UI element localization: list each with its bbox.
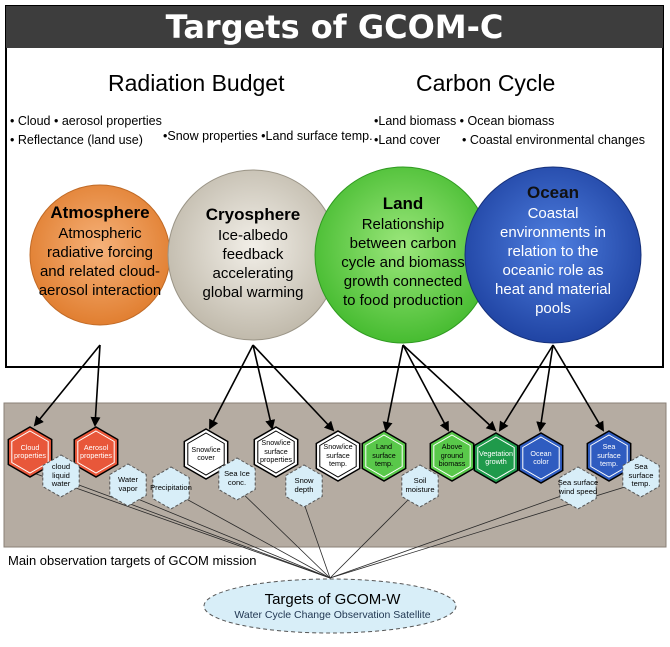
hex-label: Vegetation growth	[479, 448, 513, 466]
target-hex-inner-snow-ice-surface-temp	[319, 434, 357, 478]
target-hex-land-surface-temp	[361, 430, 407, 482]
hex-label: Water vapor	[118, 475, 138, 493]
hex-label: Snow/ice surface properties	[260, 438, 292, 465]
arrow-land-lst	[382, 344, 404, 432]
hex-label: Precipitation	[150, 482, 192, 492]
target-hex-vegetation-growth	[473, 432, 519, 484]
target-hex-snow-ice-cover	[183, 428, 229, 480]
cryosphere-text: Cryosphere Ice-albedo feedback accelerat…	[180, 204, 326, 302]
gcom-w-title: Targets of GCOM-W	[264, 591, 401, 608]
gcom-w-text: Targets of GCOM-W Water Cycle Change Obs…	[205, 591, 460, 621]
land-text: Land Relationship between carbon cycle a…	[328, 193, 478, 310]
gcom-w-ellipse	[203, 578, 457, 634]
ocean-sphere	[464, 166, 642, 344]
ocean-text: Ocean Coastal environments in relation t…	[478, 182, 628, 318]
arrow-cry-snowtemp	[252, 344, 335, 432]
bullet-land-cover: •Land cover	[374, 133, 441, 147]
gcom-w-hex-sea-ice-conc	[218, 457, 256, 501]
arrow-land-biomass	[402, 344, 449, 432]
gcom-w-hex-precipitation	[152, 466, 190, 510]
arrow-ocean-sst	[552, 344, 605, 432]
caption: Main observation targets of GCOM mission	[8, 553, 257, 568]
gcom-w-subtitle: Water Cycle Change Observation Satellite	[234, 609, 431, 621]
bullet-land-biomass: •Land biomass • Ocean biomass	[374, 114, 555, 128]
target-hex-cloud-properties	[7, 426, 53, 478]
target-hex-inner-cloud-properties	[11, 430, 49, 474]
arrow-atm-cloud	[33, 344, 101, 427]
hex-label: Sea surface temp.	[628, 461, 654, 489]
page-title: Targets of GCOM-C	[6, 6, 663, 48]
gcom-c-targets	[7, 426, 632, 484]
arrow-cry-snowcover	[209, 344, 254, 430]
hex-label: Ocean color	[530, 448, 552, 466]
header-radiation-budget: Radiation Budget	[108, 70, 285, 96]
atmosphere-text: Atmosphere Atmospheric radiative forcing…	[32, 202, 168, 300]
ocean-name: Ocean	[527, 183, 579, 202]
header-carbon-cycle: Carbon Cycle	[416, 70, 556, 96]
target-hex-inner-above-ground-biomass	[433, 434, 471, 478]
hex-label: Soil moisture	[405, 476, 435, 494]
cryosphere-name: Cryosphere	[205, 205, 301, 224]
target-hex-inner-vegetation-growth	[477, 436, 515, 480]
target-hex-above-ground-biomass	[429, 430, 475, 482]
hex-label: Above ground biomass	[438, 442, 466, 469]
arrow-ocean-veg	[498, 344, 554, 432]
gcom-w-items	[42, 454, 660, 510]
target-hex-inner-snow-ice-surface-properties	[257, 430, 295, 474]
hex-label: Aerosol properties	[80, 442, 112, 460]
arrow-cry-snowsurf	[252, 344, 276, 430]
land-name: Land	[382, 194, 424, 213]
hex-label: Cloud properties	[14, 442, 46, 460]
gcom-w-hex-soil-moisture	[401, 464, 439, 508]
hex-label: Sea surface temp.	[597, 442, 621, 469]
target-hex-aerosol-properties	[73, 426, 119, 478]
bullet-coastal: • Coastal environmental changes	[462, 133, 645, 147]
hex-label: Sea Ice conc.	[224, 469, 250, 487]
target-hex-inner-aerosol-properties	[77, 430, 115, 474]
gcom-w-hex-sea-surface-wind-speed	[559, 466, 597, 510]
hex-label: cloud liquid water	[51, 461, 71, 489]
bullet-cloud: • Cloud • aerosol properties	[10, 114, 162, 128]
arrow-land-veg	[402, 344, 497, 432]
hex-label: Snow depth	[294, 476, 314, 494]
arrow-atm-aerosol	[90, 344, 101, 427]
bullet-reflectance: • Reflectance (land use)	[10, 133, 143, 147]
atmosphere-name: Atmosphere	[50, 203, 150, 222]
arrows	[33, 344, 605, 432]
target-hex-sea-surface-temp	[586, 430, 632, 482]
gcom-w-hex-water-vapor	[109, 463, 147, 507]
bullet-snow-land: •Snow properties •Land surface temp.	[163, 129, 373, 143]
hex-label: Snow/ice surface temp.	[323, 442, 353, 469]
hex-label: Snow/ice cover	[191, 444, 221, 462]
target-hex-inner-ocean-color	[522, 436, 560, 480]
gcom-w-hex-sea-surface-temp-w	[622, 454, 660, 498]
gcom-w-hex-cloud-liquid-water	[42, 454, 80, 498]
target-hex-inner-snow-ice-cover	[187, 432, 225, 476]
target-hex-inner-sea-surface-temp	[590, 434, 628, 478]
target-hex-snow-ice-surface-temp	[315, 430, 361, 482]
target-hex-ocean-color	[518, 432, 564, 484]
arrow-ocean-color	[536, 344, 554, 432]
target-hex-snow-ice-surface-properties	[253, 426, 299, 478]
target-hex-inner-land-surface-temp	[365, 434, 403, 478]
hex-label: Sea surface wind speed	[557, 478, 599, 496]
hex-label: Land surface temp.	[372, 442, 396, 469]
gcom-w-hex-snow-depth	[285, 464, 323, 508]
